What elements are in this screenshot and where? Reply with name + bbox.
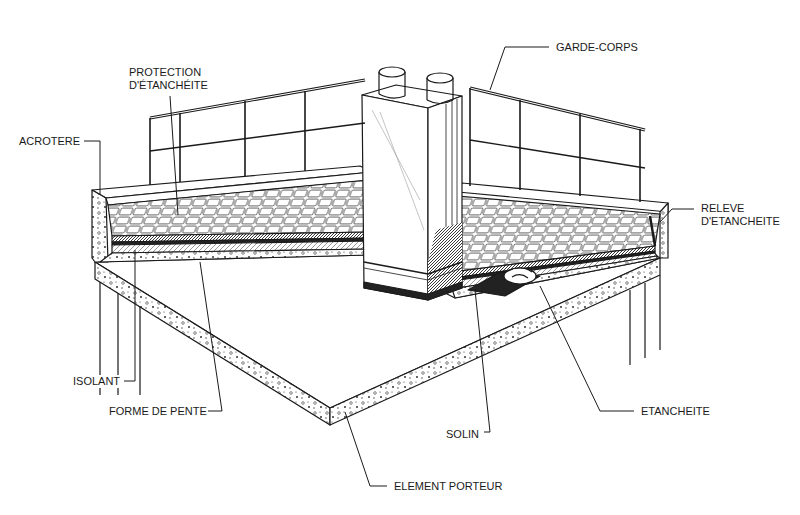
part-label: GARDE-CORPS (555, 41, 639, 54)
part-label: ACROTERE (18, 135, 81, 148)
part-label: ISOLANT (72, 375, 121, 388)
part-label: FORME DE PENTE (108, 405, 208, 418)
part-label: ETANCHEITE (640, 405, 711, 418)
part-label: SOLIN (445, 428, 480, 441)
leader-lines (84, 47, 694, 486)
part-label: PROTECTION D'ÉTANCHÉITE (128, 66, 226, 92)
part-label: ELEMENT PORTEUR (393, 480, 503, 493)
part-label: RELEVE D'ETANCHEITE (700, 202, 794, 228)
